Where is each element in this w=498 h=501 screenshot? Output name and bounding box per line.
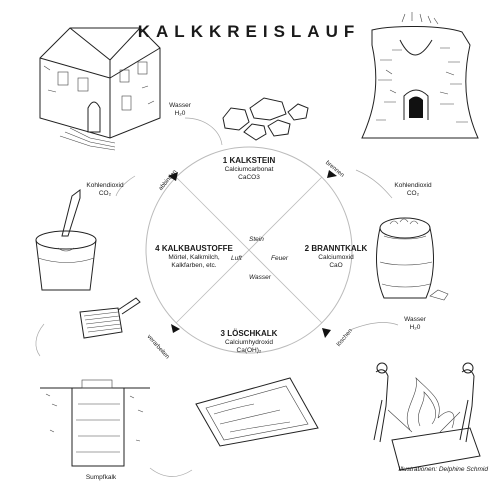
element-stein: Stein [249,236,264,243]
brush-illustration [79,297,141,339]
connector-wasser-right [349,322,399,331]
note-kohlendioxid-right-line1: Kohlendioxid [394,182,432,189]
stage-branntkalk-name: 2 BRANNTKALK [304,244,368,253]
connector-bottom [149,467,193,477]
note-kohlendioxid-left-line1: Kohlendioxid [86,182,124,189]
connector-wasser-top [184,117,223,146]
stage-kalkbaustoffe: 4 KALKBAUSTOFFE Mörtel, Kalkmilch, Kalkf… [150,243,238,270]
slaking-workers-illustration [373,362,481,471]
note-wasser-right-line2: H₂0 [409,324,421,331]
diagonal-line-2 [175,176,323,324]
stage-loeschkalk-line1: Calciumhydroxid [224,339,274,346]
stage-kalkstein-line1: Calciumcarbonat [224,166,274,173]
page-title: KALKKREISLAUF [137,22,361,41]
stage-kalkstein-line2: CaCO3 [238,174,260,181]
note-wasser-top-line1: Wasser [169,102,191,109]
slaking-tray-illustration [195,377,319,447]
note-sumpfkalk: Sumpfkalk [85,474,117,481]
kiln-illustration [361,12,479,139]
connector-co2-right [355,169,393,199]
lime-pit-illustration [40,379,150,467]
stage-branntkalk-line1: Calciumoxid [318,254,354,261]
arrow-abbinden [168,172,178,181]
note-wasser-right-line1: Wasser [404,316,426,323]
stage-kalkbaustoffe-name: 4 KALKBAUSTOFFE [155,244,233,253]
bucket-illustration [35,189,97,291]
stage-loeschkalk-line2: Ca(OH)₂ [236,347,262,354]
note-wasser-top-line2: H₂0 [174,110,186,117]
barrel-illustration [376,217,449,301]
note-kohlendioxid-left: Kohlendioxid CO₂ [80,182,130,198]
note-wasser-right: Wasser H₂0 [395,316,435,332]
stage-loeschkalk-name: 3 LÖSCHKALK [220,329,278,338]
note-wasser-top: Wasser H₂0 [160,102,200,118]
stage-kalkbaustoffe-line1: Mörtel, Kalkmilch, [168,254,220,261]
note-kohlendioxid-right-line2: CO₂ [406,190,420,197]
stage-branntkalk-line2: CaO [329,262,343,269]
note-kohlendioxid-right: Kohlendioxid CO₂ [388,182,438,198]
stage-branntkalk: 2 BRANNTKALK Calciumoxid CaO [296,243,376,270]
limestone-illustration [222,97,309,141]
arrow-loeschen [322,328,331,338]
illustration-credit: Illustrationen: Delphine Schmid [398,466,488,473]
arrow-brennen [327,170,337,178]
cycle-circle [145,146,353,354]
stage-kalkstein: 1 KALKSTEIN Calciumcarbonat CaCO3 [209,155,289,182]
connector-co2-left [115,175,136,197]
stage-kalkstein-name: 1 KALKSTEIN [222,156,276,165]
house-illustration [39,27,161,151]
stage-kalkbaustoffe-line2: Kalkfarben, etc. [171,262,217,269]
note-kohlendioxid-left-line2: CO₂ [98,190,112,197]
element-wasser: Wasser [249,274,271,281]
arrow-verarbeiten [171,324,180,333]
connector-left-low [35,323,45,357]
stage-loeschkalk: 3 LÖSCHKALK Calciumhydroxid Ca(OH)₂ [209,328,289,355]
element-feuer: Feuer [271,255,288,262]
element-luft: Luft [231,255,242,262]
